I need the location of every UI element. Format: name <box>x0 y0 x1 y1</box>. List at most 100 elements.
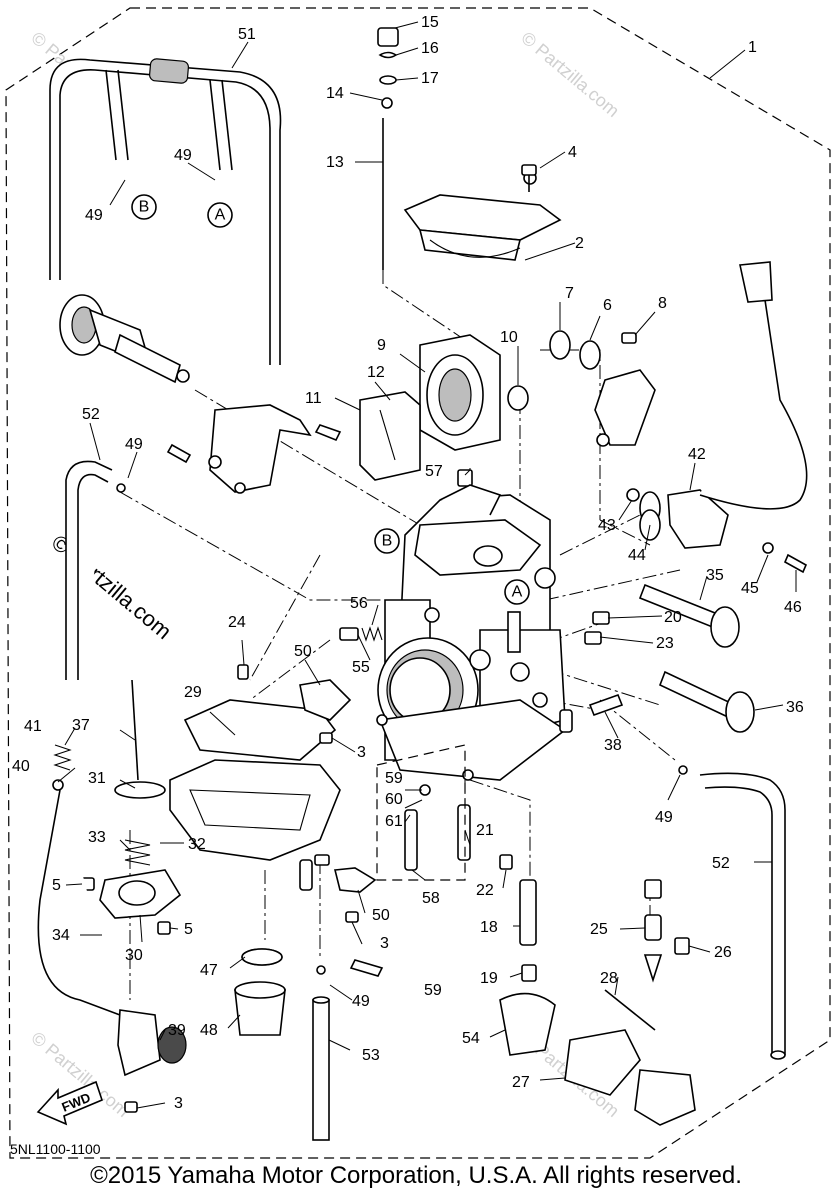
callout-9: 9 <box>377 337 386 354</box>
ref-a-body: A <box>512 584 523 601</box>
callout-34: 34 <box>52 927 70 944</box>
hot-start-39 <box>117 1009 187 1077</box>
callout-59b: 59 <box>424 982 442 999</box>
callout-60: 60 <box>385 791 403 808</box>
spring-33 <box>124 839 151 866</box>
callout-8: 8 <box>658 295 667 312</box>
callout-52b: 52 <box>712 855 730 872</box>
callout-11: 11 <box>305 390 322 407</box>
throttle-pulley <box>59 294 190 384</box>
needle-stack <box>377 27 399 270</box>
copyright-notice: ©2015 Yamaha Motor Corporation, U.S.A. A… <box>90 1162 742 1189</box>
leader-lines <box>57 21 797 1109</box>
lever-assembly <box>549 330 656 447</box>
vent-hose-52-left <box>65 460 113 680</box>
callout-54: 54 <box>462 1030 480 1047</box>
pilot-screw-55-56 <box>339 626 383 642</box>
callout-27: 27 <box>512 1074 530 1091</box>
callout-42: 42 <box>688 446 706 463</box>
plunger-36 <box>658 670 755 733</box>
screws-3-5 <box>124 732 384 1113</box>
top-cover-2 <box>403 171 562 261</box>
throttle-bracket <box>166 404 342 494</box>
callout-24: 24 <box>228 614 246 631</box>
callout-46: 46 <box>784 599 802 616</box>
callout-7: 7 <box>565 285 574 302</box>
callout-45: 45 <box>741 580 759 597</box>
spring-41 <box>53 744 72 771</box>
callout-51: 51 <box>238 26 256 43</box>
needle-jet-37 <box>114 679 166 799</box>
jet-subgroup-58 <box>376 744 466 881</box>
callout-5a: 5 <box>52 877 61 894</box>
callout-5b: 5 <box>184 921 193 938</box>
callout-31: 31 <box>88 770 106 787</box>
callout-49e: 49 <box>352 993 370 1010</box>
callout-16: 16 <box>421 40 439 57</box>
callout-13: 13 <box>326 154 344 171</box>
callout-26: 26 <box>714 944 732 961</box>
callout-15: 15 <box>421 14 439 31</box>
callout-2: 2 <box>575 235 584 252</box>
carburetor-body <box>376 484 573 781</box>
callout-29: 29 <box>184 684 202 701</box>
callout-18: 18 <box>480 919 498 936</box>
screw-38 <box>588 693 624 717</box>
callout-12: 12 <box>367 364 385 381</box>
cable-40 <box>37 779 121 1016</box>
callout-30: 30 <box>125 947 143 964</box>
callout-4: 4 <box>568 144 577 161</box>
callout-49d: 49 <box>655 809 673 826</box>
fittings-20-23 <box>584 611 610 645</box>
float-bowl <box>169 664 341 891</box>
callout-17: 17 <box>421 70 439 87</box>
callout-44: 44 <box>628 547 646 564</box>
ref-a-upper: A <box>215 207 226 224</box>
callout-3b: 3 <box>380 935 389 952</box>
callout-25: 25 <box>590 921 608 938</box>
bracket-50 <box>299 679 377 893</box>
diaphragm-30 <box>79 869 182 935</box>
callout-39: 39 <box>168 1022 186 1039</box>
callout-1: 1 <box>748 39 757 56</box>
ref-b-body: B <box>382 533 393 550</box>
callout-40: 40 <box>12 758 30 775</box>
callout-6: 6 <box>603 297 612 314</box>
callout-35: 35 <box>706 567 724 584</box>
diagram-code: 5NL1100-1100 <box>10 1141 101 1157</box>
assembly-boundary <box>5 7 831 1159</box>
callout-43: 43 <box>598 517 616 534</box>
callout-32: 32 <box>188 836 206 853</box>
fwd-arrow: FWD <box>36 1080 103 1126</box>
callout-57: 57 <box>425 463 443 480</box>
vent-hose-51 <box>49 58 282 365</box>
callout-33: 33 <box>88 829 106 846</box>
callout-47: 47 <box>200 962 218 979</box>
callout-28: 28 <box>600 970 618 987</box>
ref-b-upper: B <box>139 199 150 216</box>
callout-21: 21 <box>476 822 494 839</box>
watermark-faint-2: © Partzilla.com <box>517 28 623 121</box>
callout-52a: 52 <box>82 406 100 423</box>
callout-49c: 49 <box>125 436 143 453</box>
screw-57 <box>457 469 473 487</box>
screw-4 <box>521 164 537 192</box>
callout-49a: 49 <box>174 147 192 164</box>
callout-53: 53 <box>362 1047 380 1064</box>
callout-14: 14 <box>326 85 344 102</box>
callout-49b: 49 <box>85 207 103 224</box>
callout-58: 58 <box>422 890 440 907</box>
callout-50a: 50 <box>294 643 312 660</box>
callout-59a: 59 <box>385 770 403 787</box>
vent-hose-52-right <box>699 772 786 1060</box>
callout-56: 56 <box>350 595 368 612</box>
callout-10: 10 <box>500 329 518 346</box>
callout-20: 20 <box>664 609 682 626</box>
callout-61: 61 <box>385 813 403 830</box>
valve-plate-12 <box>359 391 421 481</box>
sensor-42 <box>626 261 808 574</box>
throttle-valve-9 <box>419 334 529 451</box>
callout-48: 48 <box>200 1022 218 1039</box>
callout-55: 55 <box>352 659 370 676</box>
